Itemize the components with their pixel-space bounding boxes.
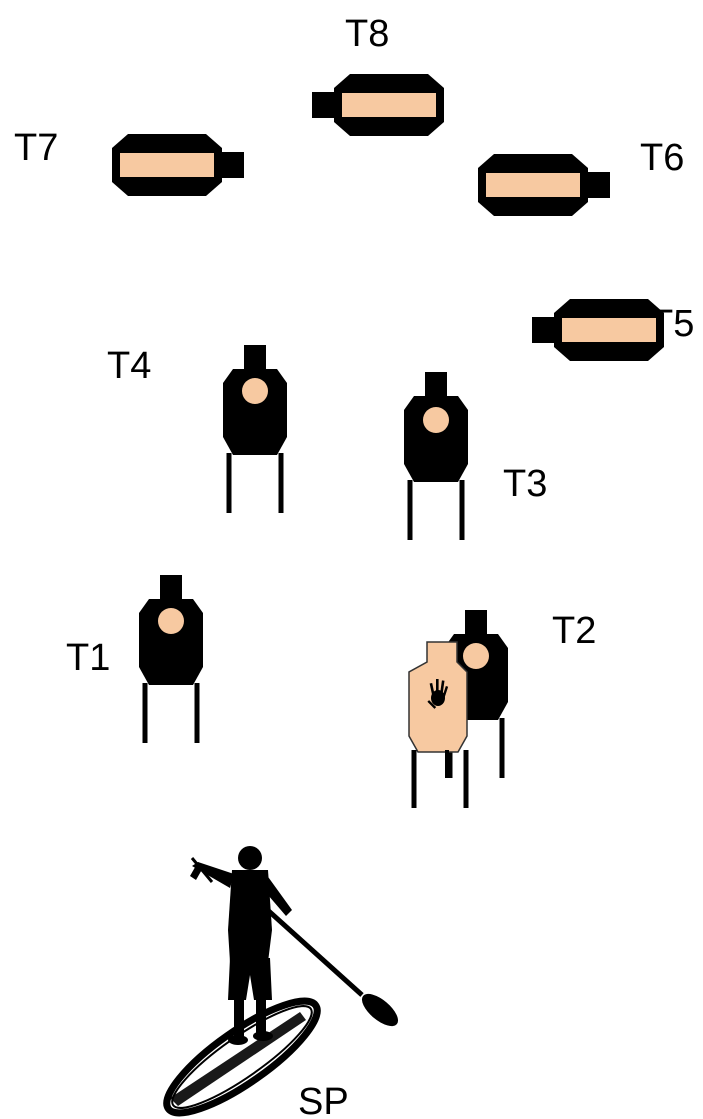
paddleboarder-icon xyxy=(153,846,403,1119)
label-t3: T3 xyxy=(503,463,547,505)
label-t5: T5 xyxy=(650,303,694,345)
target-t5: T5 xyxy=(532,299,694,361)
silhouette-target-icon xyxy=(223,345,287,513)
target-t1: T1 xyxy=(66,575,203,743)
target-t4: T4 xyxy=(107,345,287,513)
popper-icon xyxy=(478,154,610,216)
popper-icon xyxy=(532,299,664,361)
label-sp: SP xyxy=(298,1081,349,1119)
target-t7: T7 xyxy=(14,127,244,196)
target-t2: T2 xyxy=(409,610,596,808)
target-t3: T3 xyxy=(404,372,547,540)
silhouette-target-icon xyxy=(404,372,468,540)
label-t8: T8 xyxy=(345,13,389,55)
label-t2: T2 xyxy=(552,610,596,652)
target-t8: T8 xyxy=(312,13,444,136)
label-t4: T4 xyxy=(107,345,151,387)
silhouette-target-icon xyxy=(139,575,203,743)
no-shoot-target xyxy=(409,642,467,808)
label-t6: T6 xyxy=(640,137,684,179)
label-t1: T1 xyxy=(66,637,110,679)
target-t6: T6 xyxy=(478,137,684,216)
popper-icon xyxy=(112,134,244,196)
popper-icon xyxy=(312,74,444,136)
start-position: SP xyxy=(153,846,403,1119)
label-t7: T7 xyxy=(14,127,58,169)
